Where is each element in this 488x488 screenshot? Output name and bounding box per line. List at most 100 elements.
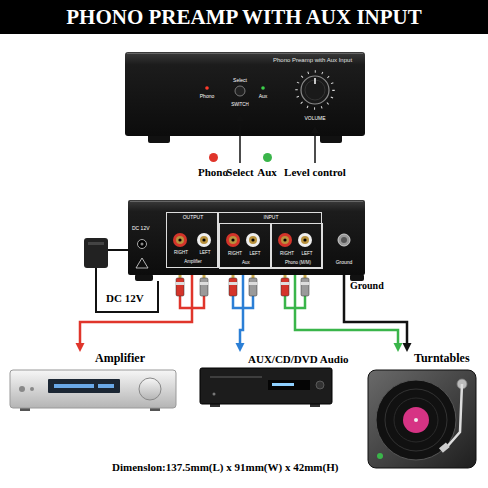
turntable-picture [368, 370, 476, 468]
rca-jack-part [246, 233, 260, 247]
rca-plug-part [200, 278, 208, 296]
jack-label: LEFT [249, 251, 260, 256]
rca-plug-part [281, 278, 289, 296]
turntable-picture-part [368, 370, 476, 468]
turntable-picture-part [385, 389, 447, 451]
rca-jack-part [197, 233, 211, 247]
cable-line [295, 269, 398, 346]
rca-jack-part [178, 238, 181, 241]
panel-label: VOLUME [304, 116, 325, 122]
output-group: OUTPUTRIGHTLEFTAmplifier [166, 212, 218, 268]
cd-player-picture-part [272, 383, 294, 386]
title-banner: PHONO PREAMP WITH AUX INPUT [0, 0, 488, 34]
amplifier-picture-part [98, 384, 114, 388]
rca-jack-part [283, 238, 286, 241]
jack-label: Aux [242, 260, 250, 265]
amplifier-picture-part [139, 378, 161, 400]
dc-jack-part [141, 243, 144, 246]
power-adapter-part [84, 238, 108, 268]
dc-jack [136, 240, 148, 269]
input-group: INPUT RIGHT LEFT Aux RIGHTLEFTPhono (M/M) [218, 212, 322, 268]
connector [76, 268, 193, 352]
panel-label: Aux [259, 94, 268, 100]
cd-player-picture-part [200, 368, 332, 404]
rca-plug-part [249, 282, 258, 285]
cable-line [344, 275, 407, 346]
cd-player-picture-part [316, 381, 324, 389]
rca-jack-part [249, 236, 257, 244]
jack-label: INPUT [264, 215, 279, 221]
rca-jack-part [176, 236, 184, 244]
turntable-picture-part [377, 453, 383, 459]
aux-device: AUX/CD/DVD Audio [196, 352, 360, 408]
legend-swatch [263, 153, 272, 162]
rca-plug-part [233, 296, 253, 308]
rca-plug-part [301, 282, 310, 285]
jack-label: OUTPUT [183, 215, 204, 221]
cd-player-picture [200, 368, 332, 407]
rca-plug-part [281, 282, 290, 285]
leader-arrow-part [311, 126, 319, 133]
leader-arrow-part [239, 120, 241, 163]
rca-jack-part [226, 233, 240, 247]
front-panel-controls-part [235, 86, 245, 96]
turntable-device: Turntables [362, 352, 482, 470]
ground-screw-part [338, 234, 350, 246]
amplifier-picture-part [10, 370, 176, 408]
rca-jack-part [281, 236, 289, 244]
arrowhead [403, 343, 412, 352]
jack-label: RIGHT [174, 250, 188, 255]
rca-jack-part [278, 233, 292, 247]
front-panel-controls [205, 72, 333, 109]
legend-text: Phono [198, 166, 228, 179]
turntable-picture-part [446, 384, 462, 448]
connector [344, 275, 412, 352]
callout-label: Select [226, 166, 253, 179]
rca-jack-part [173, 233, 187, 247]
front-panel-controls-part [297, 72, 334, 109]
connector [295, 269, 403, 352]
rca-jack-part [202, 238, 205, 241]
arrowhead [236, 343, 245, 352]
rca-jack-part [200, 236, 208, 244]
panel-label: Ground [336, 260, 353, 266]
jack-label: RIGHT [280, 251, 294, 256]
jack-label: Amplifier [184, 259, 202, 264]
arrowhead [76, 343, 85, 352]
rca-plug-part [180, 296, 204, 308]
turntable-picture-part [403, 407, 429, 433]
cd-player-picture-part [213, 393, 216, 396]
front-panel-controls-part [314, 78, 316, 84]
panel-label: Select [233, 78, 247, 84]
front-panel-body-part [127, 53, 363, 54]
rca-jack [173, 233, 312, 247]
amplifier-picture-part [19, 386, 25, 392]
front-panel-body-part [125, 52, 365, 136]
front-panel: Phono Preamp with Aux InputSelectPhonoSW… [125, 52, 365, 136]
leader-arrow-part [314, 132, 316, 163]
turntable-picture-part [376, 380, 456, 460]
legend-text: Aux [257, 166, 277, 179]
front-panel-controls-part [301, 76, 329, 104]
power-adapter-part [108, 249, 128, 251]
phono-input-group: RIGHTLEFTPhono (M/M) [271, 223, 323, 269]
rca-plug-part [176, 282, 185, 285]
rca-plug-part [249, 278, 257, 296]
back-panel: DC 12VGroundOUTPUTRIGHTLEFTAmplifierINPU… [128, 200, 365, 275]
cd-player-picture-part [210, 376, 262, 378]
leader-arrow-part [236, 113, 244, 121]
rca-plug-part [176, 278, 184, 296]
turntable-picture-part [439, 442, 450, 452]
back-panel-body-part [128, 200, 365, 275]
cable-line [80, 268, 192, 346]
dc-jack-part [136, 258, 148, 268]
panel-label: SWITCH [231, 102, 249, 107]
device-label: Turntables [414, 352, 470, 366]
back-panel-body-part [135, 274, 153, 281]
title-text: PHONO PREAMP WITH AUX INPUT [66, 5, 421, 29]
dc-jack-part [138, 240, 147, 249]
device-label: AUX/CD/DVD Audio [248, 353, 349, 366]
rca-plug-part [200, 282, 209, 285]
